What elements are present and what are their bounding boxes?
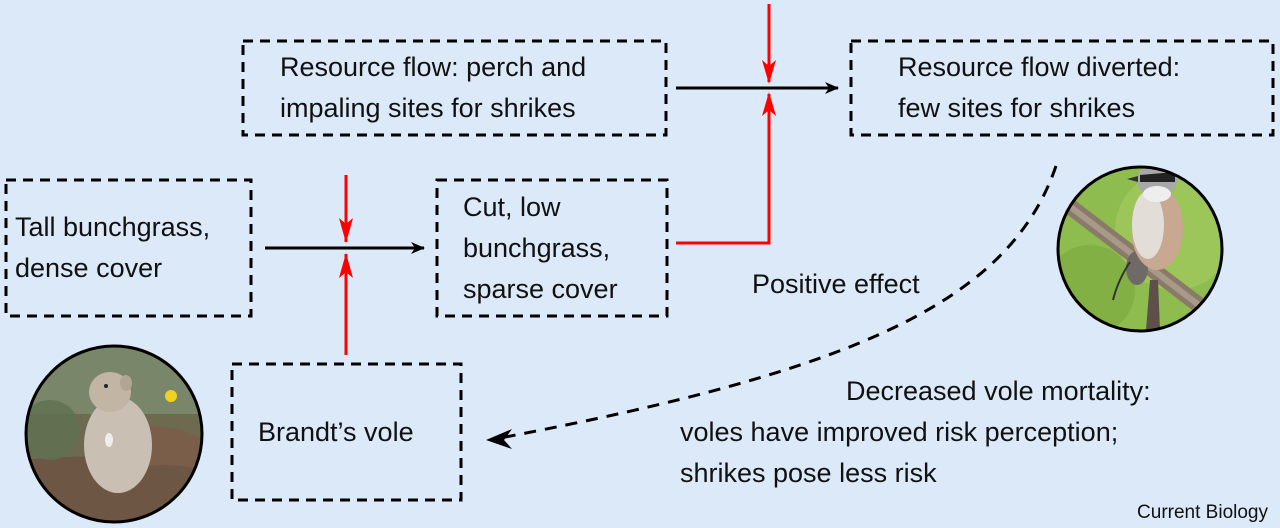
journal-credit: Current Biology bbox=[1137, 502, 1268, 523]
box-resource-diverted-text: Resource flow diverted: few sites for sh… bbox=[898, 52, 1181, 123]
inhibit-arrowhead-top-up bbox=[762, 92, 776, 116]
box-border-cut-grass bbox=[435, 178, 669, 318]
box-resource-flow-text: Resource flow: perch and impaling sites … bbox=[280, 52, 587, 123]
box-border-tall-grass bbox=[4, 178, 253, 318]
box-resource-diverted: Resource flow diverted: few sites for sh… bbox=[851, 41, 1273, 135]
box-resource-flow: Resource flow: perch and impaling sites … bbox=[243, 41, 666, 135]
box-border-resource-diverted bbox=[849, 39, 1275, 137]
shrike-photo bbox=[1056, 165, 1224, 333]
box-border-resource-flow bbox=[241, 39, 668, 137]
decreased-mortality-label: Decreased vole mortality: bbox=[846, 376, 1151, 406]
vole-photo bbox=[24, 344, 204, 524]
inhibit-arrowhead-mid-down bbox=[339, 218, 353, 243]
box-cut-grass-text: Cut, low bunchgrass, sparse cover bbox=[463, 191, 618, 304]
inhibit-path-cut-grass-to-flow bbox=[676, 94, 771, 245]
positive-effect-curve bbox=[499, 165, 1058, 440]
inhibit-arrowhead-mid-up bbox=[339, 253, 353, 278]
box-border-vole bbox=[230, 362, 463, 502]
box-tall-grass-text: Tall bunchgrass, dense cover bbox=[15, 212, 211, 283]
positive-effect-arrowhead bbox=[486, 429, 512, 449]
box-tall-grass: Tall bunchgrass, dense cover bbox=[6, 180, 251, 316]
mortality-detail-label: voles have improved risk perception; shr… bbox=[680, 417, 1119, 488]
box-cut-grass: Cut, low bunchgrass, sparse cover bbox=[437, 180, 667, 316]
positive-effect-label: Positive effect bbox=[752, 269, 920, 299]
inhibit-arrowhead-top-down bbox=[762, 60, 776, 84]
box-vole: Brandt’s vole bbox=[232, 364, 461, 500]
box-vole-text: Brandt’s vole bbox=[258, 416, 414, 447]
